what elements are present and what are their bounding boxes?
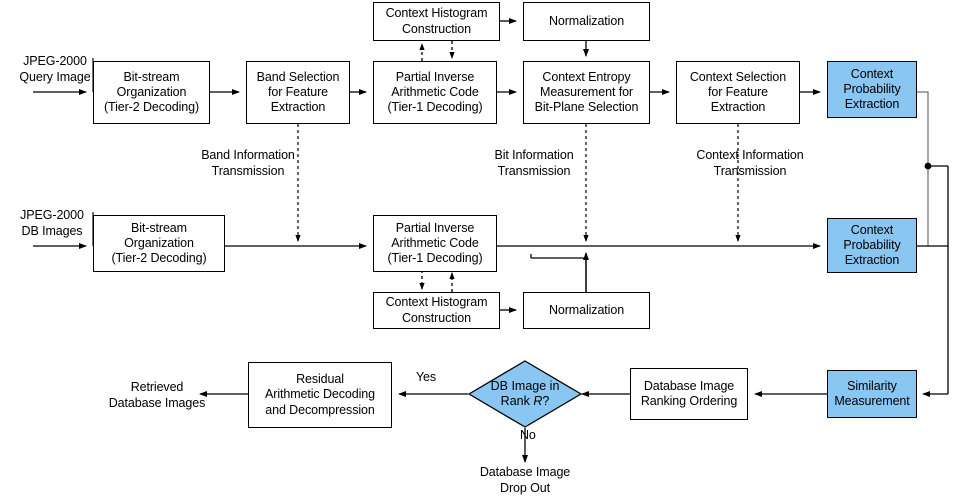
node-db-bitstream-organization[interactable]: Bit-stream Organization (Tier-2 Decoding… bbox=[93, 215, 225, 272]
node-label: Context Probability Extraction bbox=[843, 66, 901, 112]
node-label: Context Selection for Feature Extraction bbox=[689, 69, 787, 115]
label-query-input: JPEG-2000 Query Image bbox=[19, 54, 91, 84]
node-context-selection[interactable]: Context Selection for Feature Extraction bbox=[676, 61, 800, 124]
node-label: Partial Inverse Arithmetic Code (Tier-1 … bbox=[387, 220, 483, 266]
node-label: Normalization bbox=[548, 13, 625, 28]
decision-line2-prefix: Rank bbox=[500, 394, 534, 408]
node-residual-arithmetic-decoding[interactable]: Residual Arithmetic Decoding and Decompr… bbox=[248, 362, 392, 428]
node-label: Band Selection for Feature Extraction bbox=[256, 69, 340, 115]
node-label: Bit-stream Organization (Tier-2 Decoding… bbox=[111, 220, 207, 266]
node-label: Residual Arithmetic Decoding and Decompr… bbox=[265, 372, 375, 417]
node-database-image-ranking-ordering[interactable]: Database Image Ranking Ordering bbox=[630, 368, 748, 420]
label-no: No bbox=[520, 428, 536, 442]
node-band-selection[interactable]: Band Selection for Feature Extraction bbox=[246, 61, 350, 124]
label-yes: Yes bbox=[415, 370, 437, 384]
diamond-shape bbox=[468, 360, 582, 428]
node-db-context-probability-extraction[interactable]: Context Probability Extraction bbox=[827, 218, 917, 273]
node-label: Context Entropy Measurement for Bit-Plan… bbox=[534, 69, 639, 115]
node-label: Context Histogram Construction bbox=[385, 6, 488, 36]
node-db-partial-inverse-arithmetic-code[interactable]: Partial Inverse Arithmetic Code (Tier-1 … bbox=[373, 215, 497, 272]
decision-line2-suffix: ? bbox=[542, 394, 550, 408]
node-query-partial-inverse-arithmetic-code[interactable]: Partial Inverse Arithmetic Code (Tier-1 … bbox=[373, 61, 497, 124]
label-bit-information-transmission: Bit Information Transmission bbox=[494, 148, 574, 178]
node-label: Context Histogram Construction bbox=[385, 295, 488, 325]
node-label: Similarity Measurement bbox=[834, 378, 910, 408]
node-similarity-measurement[interactable]: Similarity Measurement bbox=[827, 370, 917, 418]
label-db-input: JPEG-2000 DB Images bbox=[20, 208, 84, 238]
node-query-bitstream-organization[interactable]: Bit-stream Organization (Tier-2 Decoding… bbox=[93, 61, 210, 124]
node-db-normalization[interactable]: Normalization bbox=[523, 292, 650, 329]
node-query-normalization[interactable]: Normalization bbox=[523, 2, 650, 41]
node-label: Database Image Ranking Ordering bbox=[640, 378, 738, 408]
label-retrieved-database-images: Retrieved Database Images bbox=[108, 380, 206, 410]
label-band-information-transmission: Band Information Transmission bbox=[201, 148, 295, 178]
decision-rank-variable: R bbox=[533, 394, 543, 408]
node-context-entropy-measurement[interactable]: Context Entropy Measurement for Bit-Plan… bbox=[523, 61, 650, 124]
node-label: Normalization bbox=[548, 302, 625, 317]
node-label: Bit-stream Organization (Tier-2 Decoding… bbox=[103, 69, 200, 115]
decision-line1: DB Image in bbox=[490, 378, 560, 393]
node-query-context-histogram-construction[interactable]: Context Histogram Construction bbox=[373, 2, 500, 41]
junction-dot bbox=[924, 162, 932, 170]
node-query-context-probability-extraction[interactable]: Context Probability Extraction bbox=[827, 61, 917, 118]
node-label: Context Probability Extraction bbox=[843, 222, 901, 268]
label-database-image-drop-out: Database Image Drop Out bbox=[479, 465, 571, 495]
label-context-information-transmission: Context Information Transmission bbox=[696, 148, 804, 178]
node-db-context-histogram-construction[interactable]: Context Histogram Construction bbox=[373, 292, 500, 329]
node-label: Partial Inverse Arithmetic Code (Tier-1 … bbox=[387, 69, 483, 115]
